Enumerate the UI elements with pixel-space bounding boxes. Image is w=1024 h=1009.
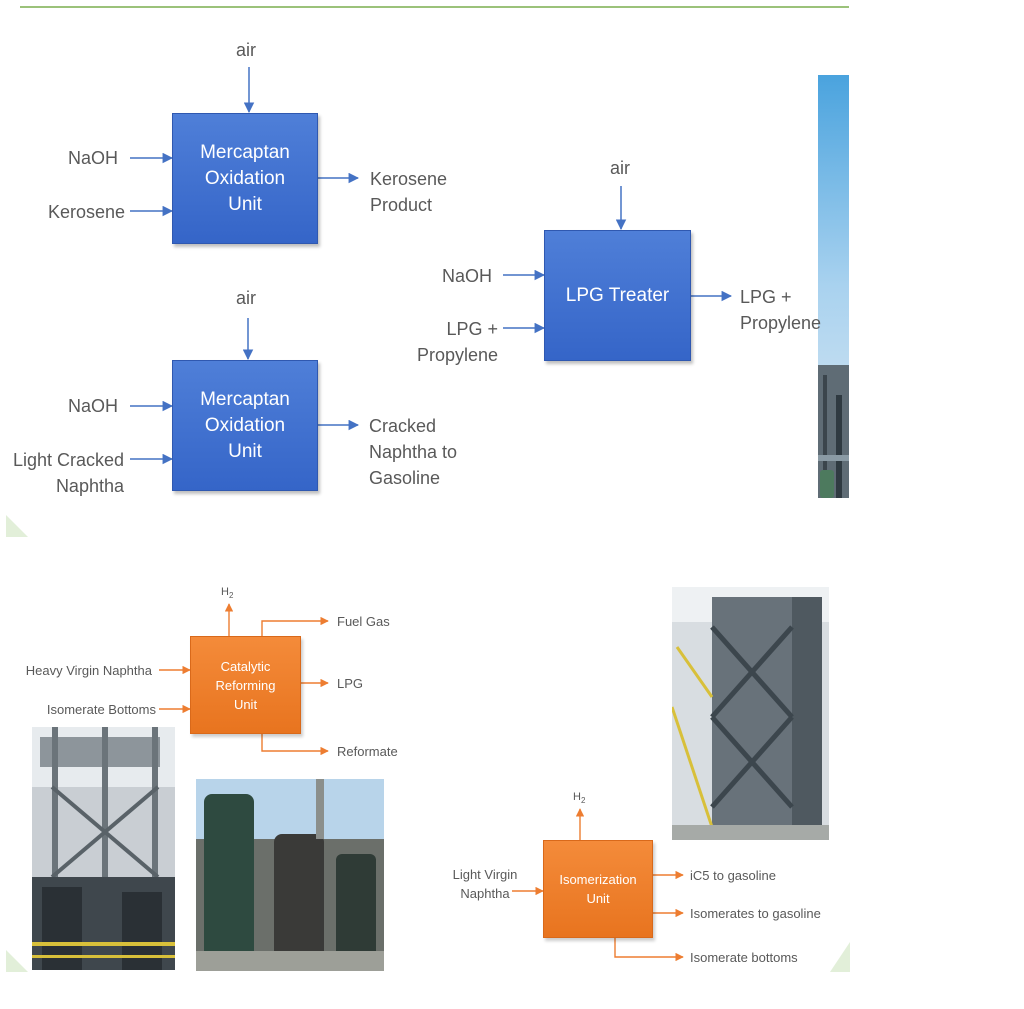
mox1-air-label: air: [236, 40, 257, 60]
refinery-photo-strip: [818, 75, 849, 498]
reformer-h2-label: H2: [221, 583, 233, 605]
reformer-output-reformate: Reformate: [337, 744, 398, 759]
top-rule: [20, 6, 849, 8]
mox2-input-light-cracked-naphtha: Light Cracked Naphtha: [12, 450, 124, 496]
lpg-unit-label: LPG Treater: [565, 284, 670, 306]
lpg-unit-box: LPG Treater: [544, 230, 691, 361]
reformer-input-isomerate-bottoms: Isomerate Bottoms: [46, 702, 156, 717]
isom-output-isomerates: Isomerates to gasoline: [690, 906, 821, 921]
mox2-unit-box: Mercaptan Oxidation Unit: [172, 360, 318, 491]
isom-unit-box: Isomerization Unit: [543, 840, 653, 938]
lpg-input-naoh: NaOH: [441, 266, 492, 286]
reformer-input-heavy-virgin-naphtha: Heavy Virgin Naphtha: [25, 663, 152, 678]
mox1-output-label: Kerosene Product: [370, 169, 448, 215]
lpg-output-label: LPG + Propylene: [740, 287, 822, 333]
corner-decoration-bottom-right: [830, 942, 850, 972]
reformer-output-lpg: LPG: [337, 676, 364, 691]
isom-output-isomerate-bottoms: Isomerate bottoms: [690, 950, 798, 965]
lpg-input-lpg-propylene: LPG + Propylene: [416, 319, 498, 365]
corner-decoration-bottom-left: [6, 950, 28, 972]
isom-output-ic5: iC5 to gasoline: [690, 868, 776, 883]
corner-decoration-top: [6, 515, 28, 537]
isom-h2-subscript: 2: [580, 796, 586, 806]
mox1-input-naoh: NaOH: [67, 148, 118, 168]
reformer-h2-subscript: 2: [228, 591, 234, 601]
reformer-unit-label: Catalytic Reforming Unit: [215, 658, 276, 712]
refinery-photo-tanks: [196, 779, 384, 971]
isom-unit-label: Isomerization Unit: [559, 872, 637, 906]
mox1-input-kerosene: Kerosene: [47, 202, 125, 222]
mox2-unit-label: Mercaptan Oxidation Unit: [200, 388, 290, 462]
reformer-output-fuel-gas: Fuel Gas: [337, 614, 390, 629]
isom-input-light-virgin-naphtha: Light Virgin Naphtha: [452, 867, 518, 901]
isom-h2-text: H: [573, 791, 581, 803]
isom-h2-label: H2: [573, 788, 585, 810]
mox2-input-naoh: NaOH: [67, 396, 118, 416]
mox2-air-label: air: [236, 288, 257, 308]
mox1-unit-box: Mercaptan Oxidation Unit: [172, 113, 318, 244]
refinery-photo-right: [672, 587, 829, 840]
reformer-unit-box: Catalytic Reforming Unit: [190, 636, 301, 734]
lpg-air-label: air: [610, 158, 631, 178]
reformer-h2-text: H: [221, 586, 229, 598]
refinery-photo-left: [32, 727, 175, 970]
mox2-output-label: Cracked Naphtha to Gasoline: [369, 416, 458, 488]
mox1-unit-label: Mercaptan Oxidation Unit: [200, 141, 290, 215]
